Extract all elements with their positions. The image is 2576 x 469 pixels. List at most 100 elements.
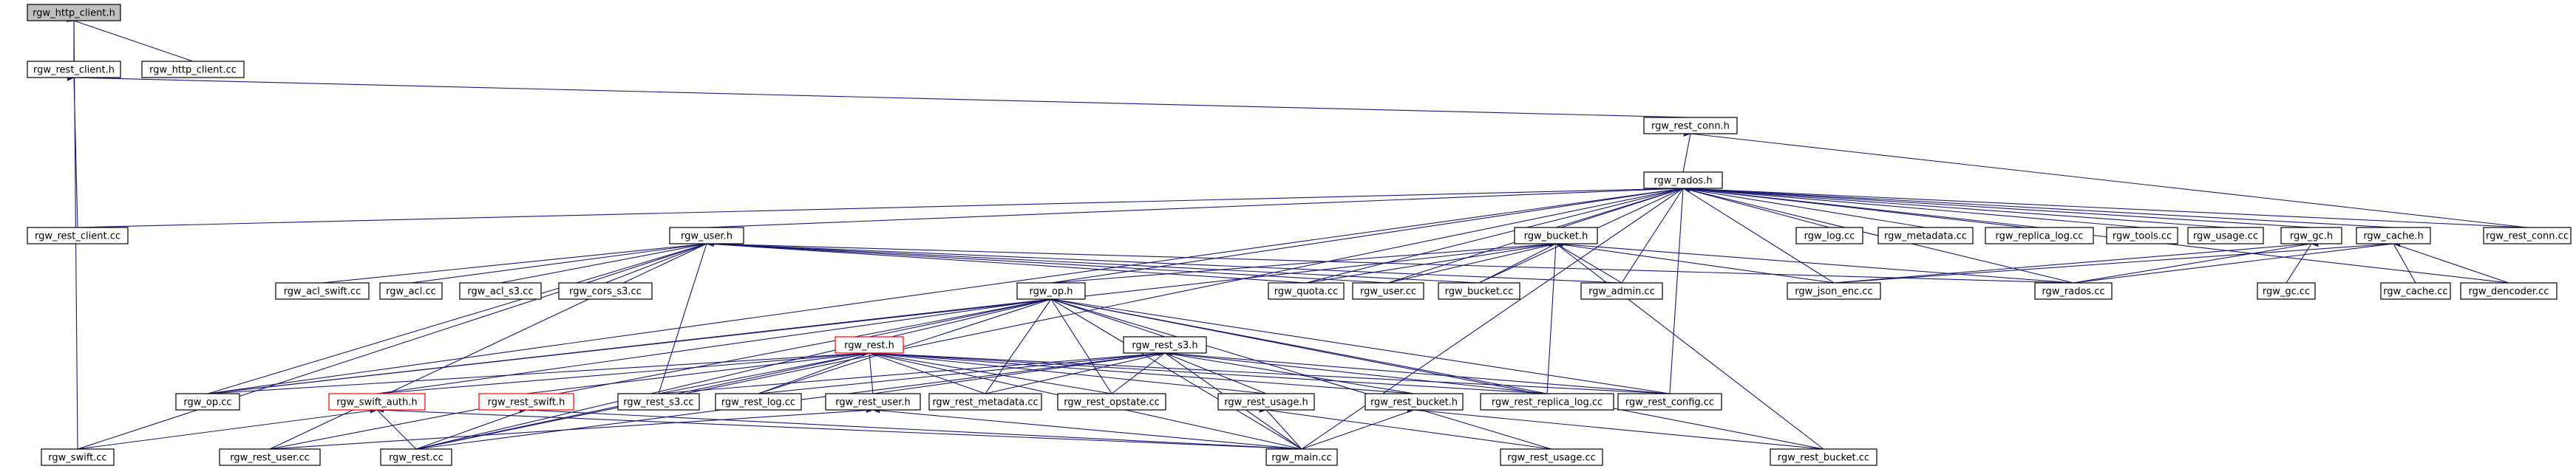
edge-rgw-tools-cc-to-rgw-rados-h (1676, 184, 2143, 228)
node-rgw-rest-cc[interactable]: rgw_rest.cc (380, 448, 452, 466)
edge-rgw-rest-user-h-to-rgw-rest-s3-h (872, 348, 1172, 394)
node-rgw-metadata-cc[interactable]: rgw_metadata.cc (1877, 227, 1974, 244)
edge-rgw-rest-usage-h-to-rgw-rest-h (862, 349, 1267, 394)
node-rgw-acl-cc[interactable]: rgw_acl.cc (379, 282, 443, 300)
node-rgw-op-cc[interactable]: rgw_op.cc (175, 393, 240, 411)
node-label: rgw_rest.cc (389, 453, 444, 464)
edge-rgw-json-enc-cc-to-rgw-gc-h (1833, 239, 2319, 284)
node-rgw-user-h[interactable]: rgw_user.h (669, 227, 744, 244)
node-rgw-rest-config-cc[interactable]: rgw_rest_config.cc (1617, 393, 1722, 411)
edge-rgw-rest-bucket-cc-to-rgw-rest-bucket-h (1407, 405, 1824, 450)
node-rgw-acl-s3-cc[interactable]: rgw_acl_s3.cc (459, 282, 542, 300)
edge-rgw-main-cc-to-rgw-rest-usage-h (1259, 402, 1302, 450)
node-box (2356, 227, 2431, 244)
node-rgw-rest-opstate-cc[interactable]: rgw_rest_opstate.cc (1057, 393, 1166, 411)
node-rgw-http-client-h[interactable]: rgw_http_client.h (27, 4, 121, 21)
node-rgw-swift-cc[interactable]: rgw_swift.cc (41, 448, 115, 466)
node-rgw-rest-client-cc[interactable]: rgw_rest_client.cc (27, 227, 129, 244)
node-label: rgw_rados.h (1654, 176, 1712, 187)
node-rgw-rest-user-h[interactable]: rgw_rest_user.h (825, 393, 921, 411)
node-box (715, 393, 802, 411)
edge-rgw-rest-log-cc-to-rgw-rest-h (758, 347, 877, 394)
edge-rgw-rest-config-cc-to-rgw-rest-s3-h (1158, 349, 1671, 394)
edge-rgw-dencoder-cc-to-rgw-rados-h (1676, 184, 2509, 284)
node-rgw-rest-s3-cc[interactable]: rgw_rest_s3.cc (617, 393, 700, 411)
node-rgw-cache-cc[interactable]: rgw_cache.cc (2380, 282, 2451, 300)
edge-rgw-json-enc-cc-to-rgw-cache-h (1833, 239, 2401, 284)
node-label: rgw_rest_conn.h (1651, 121, 1730, 132)
node-rgw-gc-h[interactable]: rgw_gc.h (2280, 227, 2342, 244)
node-label: rgw_rest_replica_log.cc (1492, 397, 1603, 408)
node-box (1123, 336, 1207, 354)
node-rgw-bucket-cc[interactable]: rgw_bucket.cc (1438, 282, 1520, 300)
node-label: rgw_rest_user.cc (230, 453, 310, 464)
node-rgw-log-cc[interactable]: rgw_log.cc (1795, 227, 1863, 244)
node-rgw-usage-cc[interactable]: rgw_usage.cc (2187, 227, 2264, 244)
node-rgw-main-cc[interactable]: rgw_main.cc (1265, 448, 1338, 466)
edge-rgw-op-cc-to-rgw-op-h (207, 295, 1058, 394)
node-box (825, 393, 921, 411)
node-rgw-rest-s3-h[interactable]: rgw_rest_s3.h (1123, 336, 1207, 354)
node-box (1500, 448, 1603, 466)
node-box (2034, 282, 2113, 300)
node-label: rgw_rest_usage.cc (1507, 453, 1596, 464)
node-rgw-cors-s3-cc[interactable]: rgw_cors_s3.cc (558, 282, 653, 300)
node-label: rgw_cors_s3.cc (569, 287, 642, 298)
node-rgw-rest-replica-log-cc[interactable]: rgw_rest_replica_log.cc (1480, 393, 1614, 411)
node-rgw-rest-bucket-h[interactable]: rgw_rest_bucket.h (1365, 393, 1464, 411)
dependency-edges (66, 13, 2528, 450)
node-rgw-rest-usage-cc[interactable]: rgw_rest_usage.cc (1500, 448, 1603, 466)
edge-rgw-rest-user-cc-to-rgw-rest-user-h (269, 405, 880, 450)
node-rgw-replica-log-cc[interactable]: rgw_replica_log.cc (1985, 227, 2094, 244)
node-rgw-http-client-cc[interactable]: rgw_http_client.cc (141, 61, 245, 78)
node-label: rgw_metadata.cc (1884, 231, 1967, 242)
node-rgw-tools-cc[interactable]: rgw_tools.cc (2106, 227, 2178, 244)
node-rgw-rest-usage-h[interactable]: rgw_rest_usage.h (1217, 393, 1315, 411)
node-rgw-rest-metadata-cc[interactable]: rgw_rest_metadata.cc (928, 393, 1042, 411)
node-box (1787, 282, 1881, 300)
node-rgw-cache-h[interactable]: rgw_cache.h (2356, 227, 2431, 244)
node-rgw-rest-bucket-cc[interactable]: rgw_rest_bucket.cc (1770, 448, 1877, 466)
node-label: rgw_dencoder.cc (2469, 287, 2549, 298)
node-rgw-rest-conn-cc[interactable]: rgw_rest_conn.cc (2483, 227, 2572, 244)
node-rgw-rest-log-cc[interactable]: rgw_rest_log.cc (715, 393, 802, 411)
node-box (1217, 393, 1315, 411)
edge-rgw-op-h-to-rgw-rados-h (1050, 183, 1690, 284)
node-rgw-bucket-h[interactable]: rgw_bucket.h (1514, 227, 1598, 244)
edge-rgw-op-cc-to-rgw-user-h (207, 238, 715, 394)
node-box (1514, 227, 1598, 244)
node-rgw-rest-conn-h[interactable]: rgw_rest_conn.h (1643, 117, 1738, 134)
edge-rgw-rados-h-to-rgw-rest-conn-h (1682, 126, 1696, 173)
node-box (1352, 282, 1424, 300)
node-rgw-gc-cc[interactable]: rgw_gc.cc (2257, 282, 2316, 300)
edge-rgw-rest-usage-cc-to-rgw-rest-usage-h (1259, 405, 1552, 450)
node-rgw-quota-cc[interactable]: rgw_quota.cc (1268, 282, 1345, 300)
edge-rgw-http-client-cc-to-rgw-http-client-h (66, 15, 194, 62)
edge-rgw-rest-swift-h-to-rgw-rest-h (526, 348, 877, 394)
node-rgw-rados-cc[interactable]: rgw_rados.cc (2034, 282, 2113, 300)
node-label: rgw_rest_bucket.cc (1778, 453, 1869, 464)
node-rgw-user-cc[interactable]: rgw_user.cc (1352, 282, 1424, 300)
edge-rgw-rest-opstate-cc-to-rgw-op-h (1044, 291, 1112, 394)
edge-rgw-cache-cc-to-rgw-cache-h (2387, 236, 2416, 284)
node-box (1770, 448, 1877, 466)
node-rgw-rest-client-h[interactable]: rgw_rest_client.h (27, 61, 121, 78)
node-rgw-op-h[interactable]: rgw_op.h (1016, 282, 1086, 300)
node-rgw-rados-h[interactable]: rgw_rados.h (1643, 171, 1723, 189)
node-rgw-rest-swift-h[interactable]: rgw_rest_swift.h (478, 393, 574, 411)
edge-rgw-rest-replica-log-cc-to-rgw-rest-s3-h (1158, 349, 1548, 394)
node-rgw-dencoder-cc[interactable]: rgw_dencoder.cc (2460, 282, 2558, 300)
node-rgw-rest-user-cc[interactable]: rgw_rest_user.cc (219, 448, 321, 466)
edge-rgw-rest-config-cc-to-rgw-rados-h (1669, 181, 1688, 394)
node-rgw-rest-h[interactable]: rgw_rest.h (835, 336, 904, 354)
node-label: rgw_http_client.h (33, 8, 115, 19)
node-rgw-swift-auth-h[interactable]: rgw_swift_auth.h (328, 393, 426, 411)
node-box (1057, 393, 1166, 411)
node-box (1985, 227, 2094, 244)
node-box (558, 282, 653, 300)
node-rgw-json-enc-cc[interactable]: rgw_json_enc.cc (1787, 282, 1881, 300)
node-rgw-acl-swift-cc[interactable]: rgw_acl_swift.cc (275, 282, 370, 300)
node-rgw-admin-cc[interactable]: rgw_admin.cc (1580, 282, 1663, 300)
node-label: rgw_acl.cc (386, 287, 436, 298)
node-label: rgw_rest_swift.h (488, 397, 565, 408)
